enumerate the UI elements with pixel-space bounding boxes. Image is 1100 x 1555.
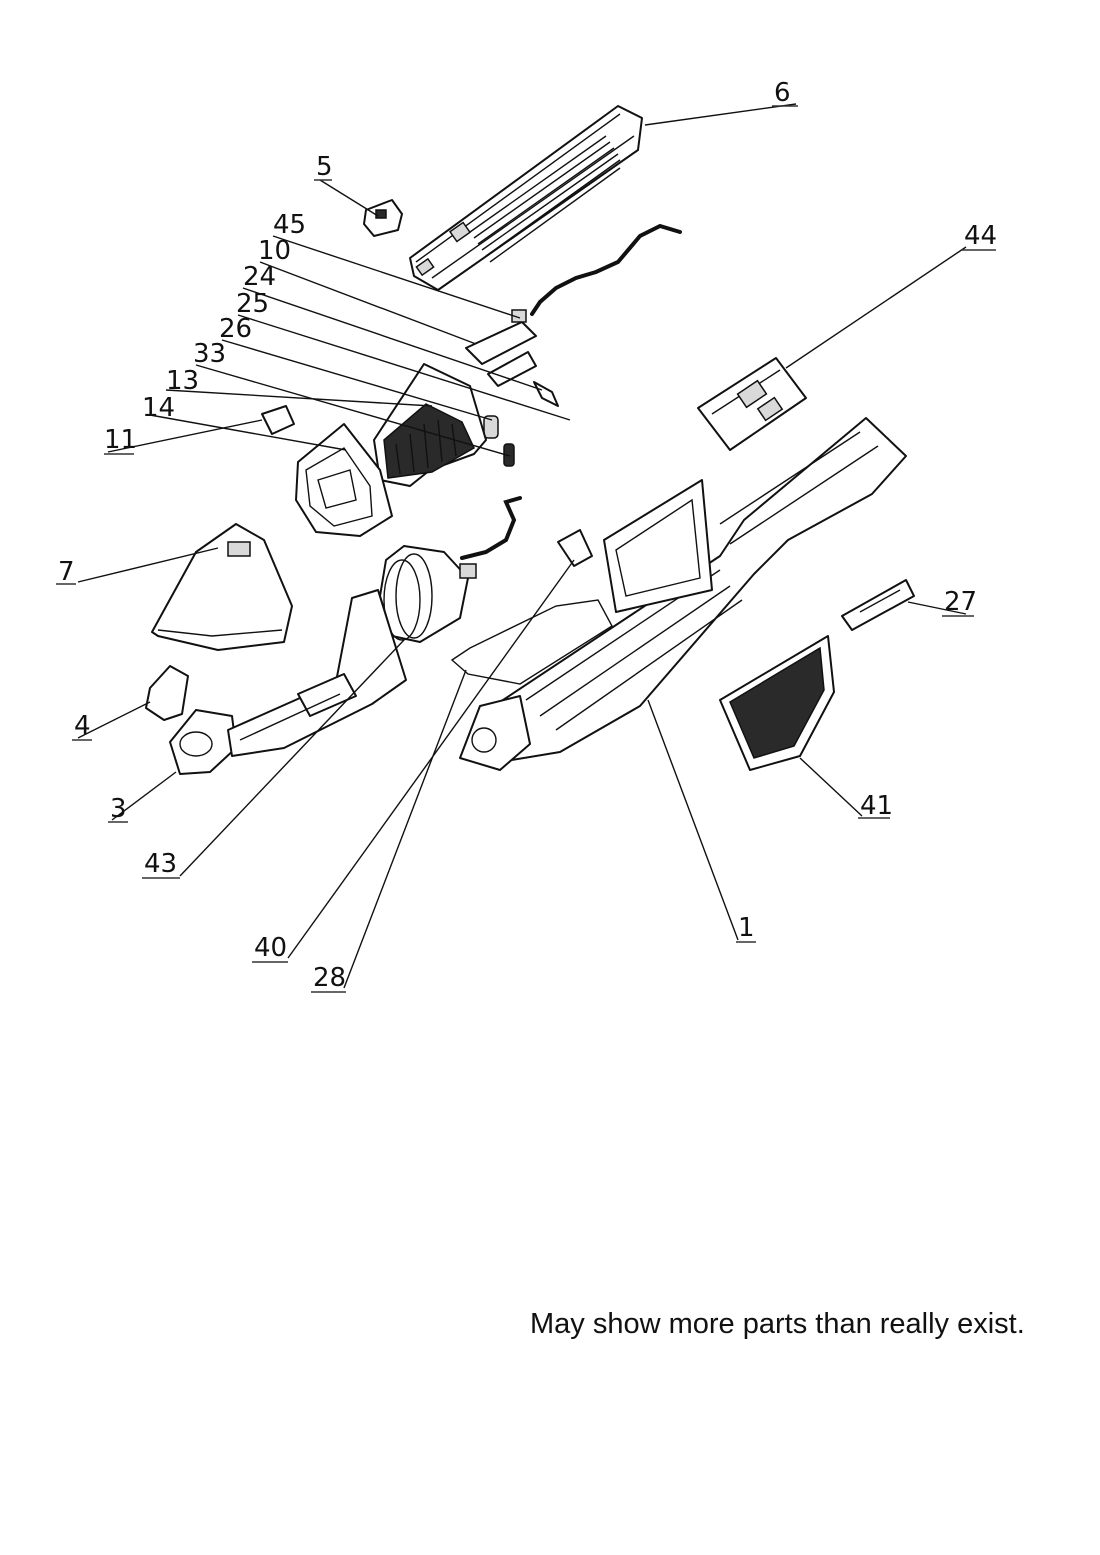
part-1-main-housing bbox=[459, 417, 907, 771]
svg-text:13: 13 bbox=[166, 366, 199, 396]
svg-text:25: 25 bbox=[236, 289, 269, 319]
svg-text:10: 10 bbox=[258, 236, 291, 266]
callout-11: 11 bbox=[104, 425, 137, 455]
leader-lines bbox=[77, 103, 967, 989]
svg-text:11: 11 bbox=[104, 425, 137, 455]
part-44-battery-pack bbox=[697, 357, 807, 451]
svg-text:33: 33 bbox=[193, 339, 226, 369]
callout-28: 28 bbox=[311, 963, 346, 993]
svg-text:26: 26 bbox=[219, 314, 252, 344]
svg-text:7: 7 bbox=[58, 557, 75, 587]
svg-text:40: 40 bbox=[254, 933, 287, 963]
callout-25: 25 bbox=[236, 289, 269, 319]
part-4-release-button bbox=[145, 665, 189, 721]
svg-text:27: 27 bbox=[944, 587, 977, 617]
callout-3: 3 bbox=[108, 794, 128, 824]
svg-text:3: 3 bbox=[110, 794, 127, 824]
part-27-board bbox=[841, 579, 915, 631]
svg-text:4: 4 bbox=[74, 711, 91, 741]
callout-27: 27 bbox=[942, 587, 977, 617]
callout-45: 45 bbox=[273, 210, 306, 240]
disclaimer-note: May show more parts than really exist. bbox=[530, 1308, 1025, 1340]
callout-10: 10 bbox=[258, 236, 291, 266]
svg-text:14: 14 bbox=[142, 393, 175, 423]
part-41-grille bbox=[719, 635, 835, 771]
callout-1: 1 bbox=[736, 913, 756, 943]
svg-text:41: 41 bbox=[860, 791, 893, 821]
callout-5: 5 bbox=[314, 152, 333, 182]
part-28-seal bbox=[450, 599, 613, 685]
part-14-filter-holder bbox=[295, 423, 393, 537]
callout-7: 7 bbox=[56, 557, 76, 587]
part-43-motor bbox=[379, 545, 477, 643]
svg-text:6: 6 bbox=[774, 78, 791, 108]
svg-text:5: 5 bbox=[316, 152, 333, 182]
callout-41: 41 bbox=[858, 791, 893, 821]
svg-text:24: 24 bbox=[243, 262, 276, 292]
part-7-dust-bowl bbox=[151, 523, 293, 651]
svg-text:44: 44 bbox=[964, 221, 997, 251]
callout-13: 13 bbox=[166, 366, 199, 396]
part-24-clip bbox=[533, 381, 559, 407]
part-left-housing bbox=[227, 589, 407, 757]
callout-40: 40 bbox=[252, 933, 288, 963]
callout-4: 4 bbox=[72, 711, 92, 741]
svg-text:1: 1 bbox=[738, 913, 755, 943]
part-11-latch bbox=[261, 405, 295, 435]
callout-14: 14 bbox=[142, 393, 175, 423]
part-40-connector bbox=[557, 529, 593, 567]
callout-24: 24 bbox=[243, 262, 276, 292]
callout-26: 26 bbox=[219, 314, 252, 344]
svg-text:43: 43 bbox=[144, 849, 177, 879]
part-5-switch bbox=[363, 199, 403, 237]
callout-33: 33 bbox=[193, 339, 226, 369]
part-10-bracket bbox=[465, 309, 537, 387]
wire-harness-lower bbox=[460, 496, 522, 560]
part-13-cone-filter bbox=[373, 363, 487, 487]
svg-text:45: 45 bbox=[273, 210, 306, 240]
wire-harness-upper bbox=[530, 223, 682, 316]
callout-43: 43 bbox=[142, 849, 180, 879]
callout-44: 44 bbox=[962, 221, 997, 251]
part-6-top-cover bbox=[409, 105, 643, 291]
svg-text:28: 28 bbox=[313, 963, 346, 993]
callout-6: 6 bbox=[772, 78, 798, 108]
part-25-pin bbox=[483, 415, 499, 439]
part-3-nozzle bbox=[169, 709, 237, 775]
